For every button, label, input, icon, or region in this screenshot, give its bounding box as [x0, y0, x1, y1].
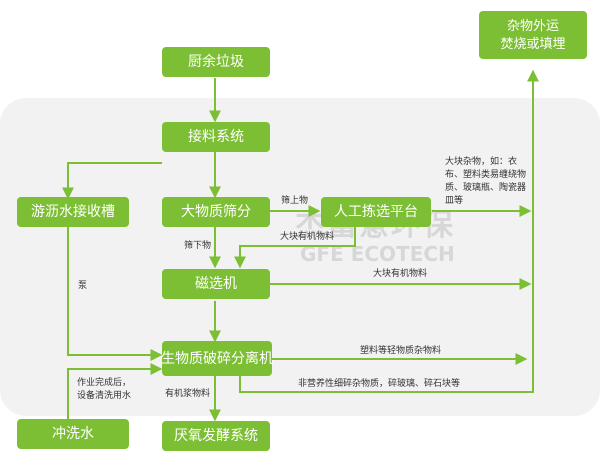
box-manual-sorting: 人工拣选平台 [321, 197, 431, 227]
label-undersize: 筛下物 [184, 241, 212, 251]
sundries-outlet-line2: 焚烧或填埋 [500, 36, 566, 52]
sundries-outlet-line1: 杂物外运 [506, 18, 559, 34]
large-sundries-line: 质、玻璃瓶、陶瓷器 [445, 183, 527, 194]
box-biomass-screening: 大物质筛分 [162, 197, 270, 227]
after-work-line: 设备清洗用水 [77, 391, 132, 402]
arrow-sorting-to-magnetic [234, 226, 356, 269]
large-sundries-line: 大块杂物，如：衣 [445, 157, 518, 167]
box-receiving-system: 接料系统 [162, 122, 270, 152]
label-non-nutritive: 非营养性细碎杂物质，碎玻璃、碎石块等 [298, 379, 461, 389]
arrow-receiving-to-leachate [62, 162, 162, 200]
label-large-organic-magnetic: 大块有机物料 [373, 269, 428, 279]
box-kitchen-waste: 厨余垃圾 [162, 47, 270, 77]
arrow-flush-to-crusher [67, 363, 163, 419]
arrow-leachate-to-crusher [67, 227, 163, 361]
box-sundries-outlet: 杂物外运 焚烧或填埋 [479, 11, 587, 59]
box-magnetic-separation: 磁选机 [162, 269, 270, 299]
label-after-work: 作业完成后， 设备清洗用水 [77, 377, 131, 403]
label-oversize: 筛上物 [281, 196, 309, 206]
background-panel [0, 98, 600, 416]
arrow-crusher-to-sundries-outlet [239, 69, 539, 393]
label-pump: 泵 [78, 281, 88, 291]
box-anaerobic-system: 厌氧发酵系统 [162, 421, 270, 451]
label-plastics: 塑料等轻物质杂物料 [360, 346, 442, 356]
box-flush-water: 冲洗水 [17, 419, 129, 449]
label-large-organic-sorting: 大块有机物料 [280, 232, 335, 242]
label-organic-slurry: 有机浆物料 [165, 389, 211, 399]
after-work-line: 作业完成后， [77, 378, 132, 388]
large-sundries-line: 布、塑料类易缠绕物 [445, 170, 527, 181]
large-sundries-line: 皿等 [445, 196, 464, 207]
box-crusher-separator: 生物质破碎分离机 [161, 341, 273, 376]
label-large-sundries: 大块杂物，如：衣 布、塑料类易缠绕物 质、玻璃瓶、陶瓷器 皿等 [445, 156, 526, 208]
box-leachate-tank: 游沥水接收槽 [17, 197, 129, 227]
